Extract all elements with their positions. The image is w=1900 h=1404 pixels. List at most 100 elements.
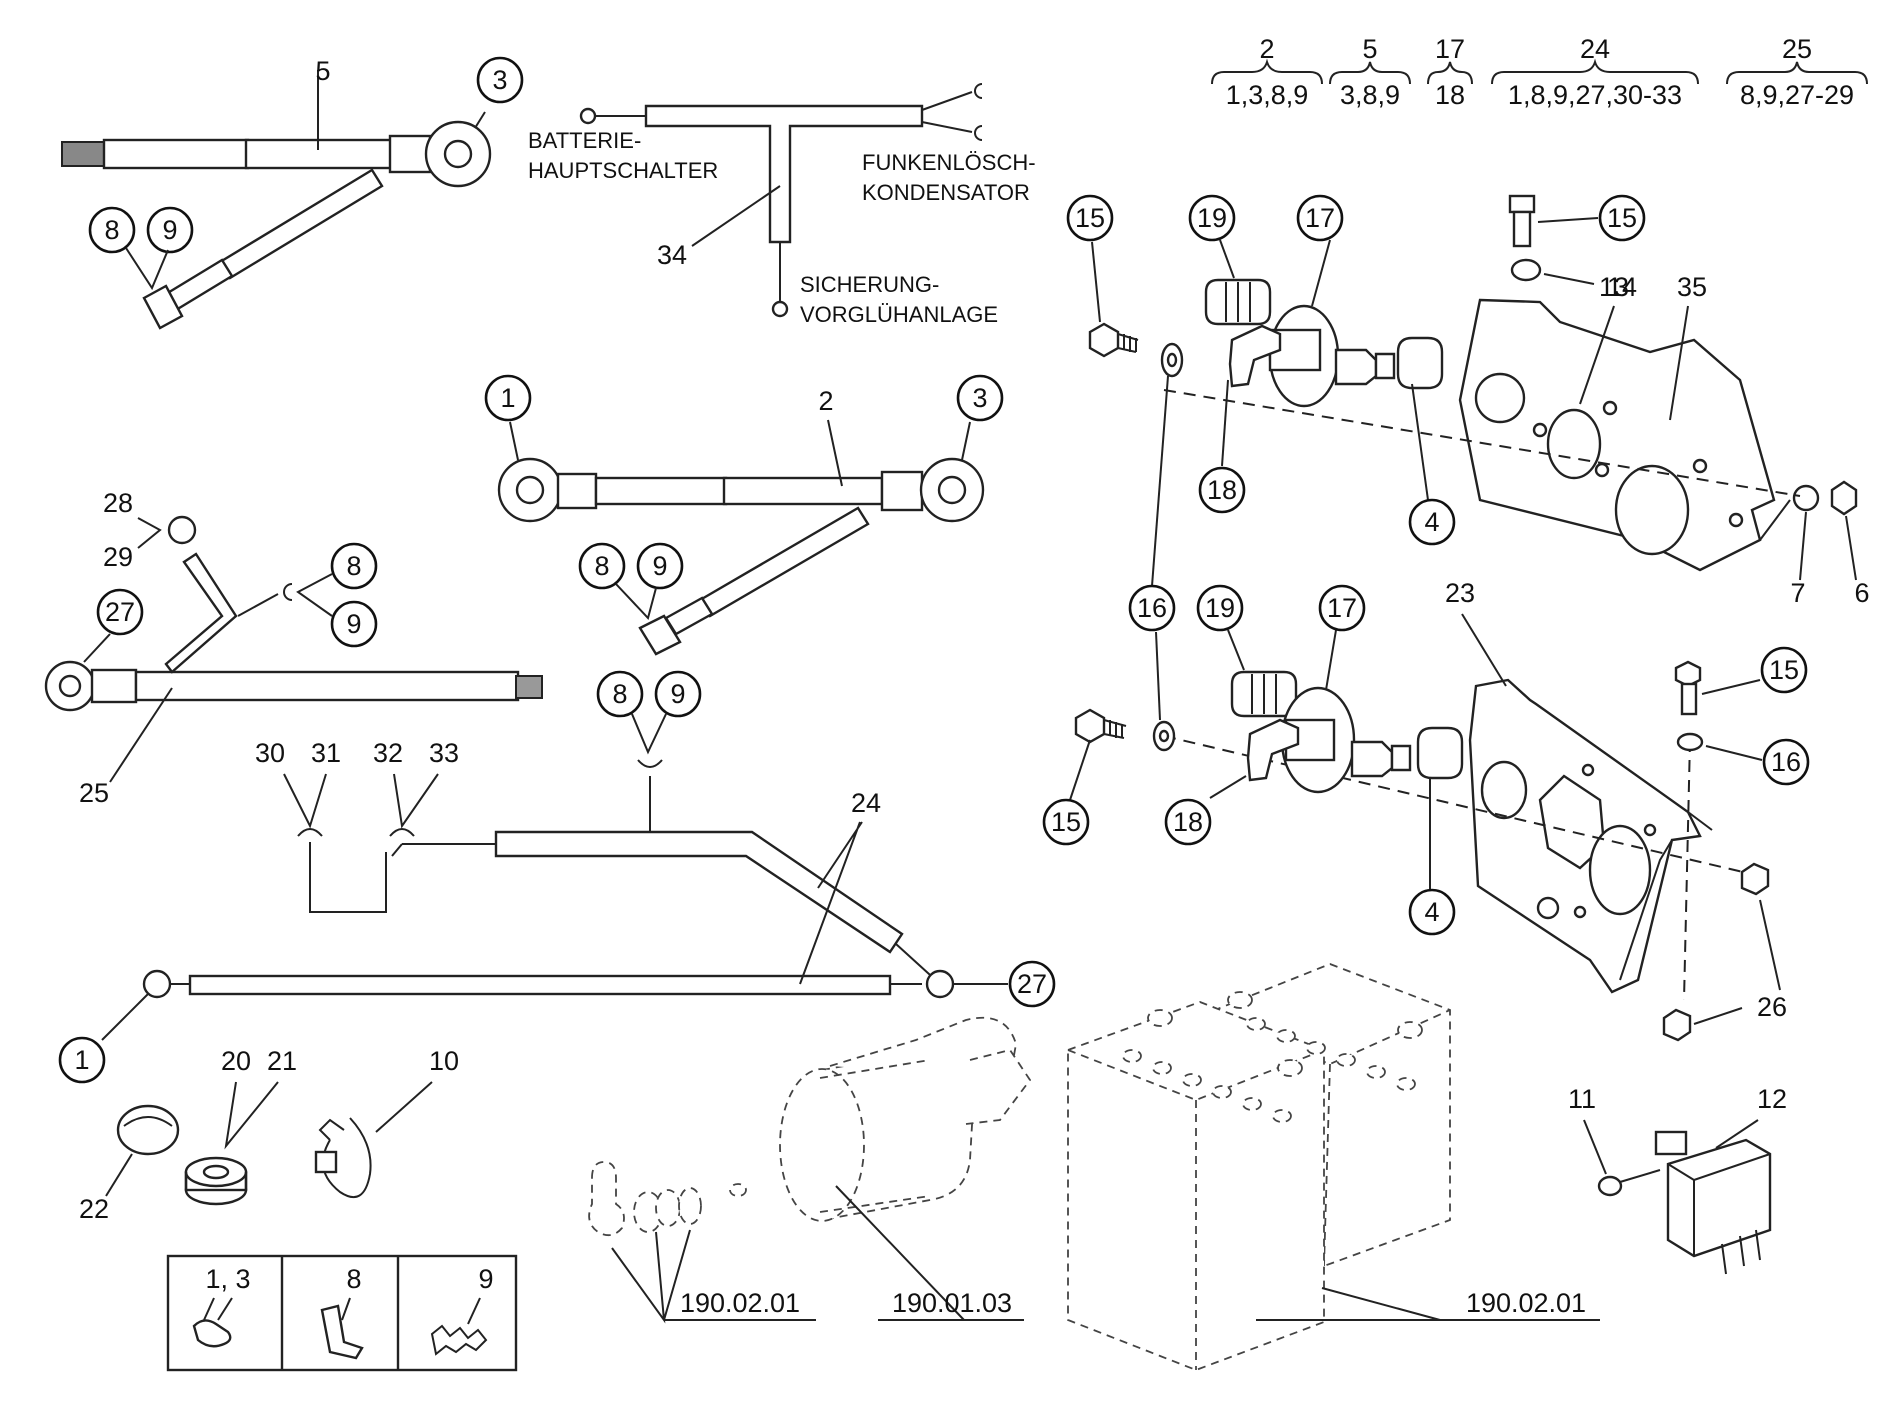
leader	[296, 573, 333, 617]
part-number: 29	[103, 542, 133, 572]
svg-text:27: 27	[1017, 969, 1047, 999]
group-bottom: 18	[1435, 80, 1465, 110]
part-number: 24	[851, 788, 881, 818]
callout: 3	[956, 374, 1004, 422]
leader	[341, 1297, 351, 1321]
cable-2: 2 1 3 8 9	[484, 374, 1004, 656]
plate-hole-small	[1536, 896, 1560, 920]
group-top: 5	[1362, 34, 1377, 64]
label-sicherung: SICHERUNG-	[800, 272, 939, 297]
cable-sleeve	[102, 138, 250, 170]
group-top: 2	[1259, 34, 1274, 64]
leader	[1583, 1119, 1607, 1175]
washer-hole	[1166, 352, 1178, 368]
plate-hole-small	[1581, 763, 1595, 777]
wire-loop	[309, 842, 403, 913]
leader	[1209, 775, 1247, 799]
leader	[1411, 383, 1429, 501]
washer-hole	[1158, 729, 1170, 743]
leader	[827, 419, 843, 487]
leader	[283, 773, 327, 829]
assembly-axis	[1163, 389, 1801, 497]
key-18	[1228, 324, 1282, 388]
callout: 3	[476, 56, 524, 104]
label-hauptschalter: HAUPTSCHALTER	[528, 158, 718, 183]
bolt-head	[1508, 194, 1536, 214]
ring-terminal-hole	[937, 475, 967, 505]
switch-assembly-upper: 13 35 15 14 7 6 15 16 19	[1066, 194, 1870, 632]
cable-5: 5 3 8 9	[61, 56, 524, 330]
leader	[1537, 217, 1599, 223]
lock-washer-7	[1792, 484, 1820, 512]
label-kondensator: KONDENSATOR	[862, 180, 1030, 205]
cable-24: 24 30 31 32 33 1 27 8 9	[58, 670, 1056, 1084]
box-frame	[166, 1254, 518, 1372]
ring-terminal-crimp	[880, 470, 924, 512]
wire	[921, 91, 973, 133]
part-number: 32	[373, 738, 403, 768]
wire-eye	[579, 107, 597, 125]
battery-pole	[1397, 1021, 1423, 1039]
switch-terminal	[1334, 348, 1378, 386]
callout: 18	[1164, 798, 1212, 846]
callout: 9	[636, 542, 684, 590]
svg-text:16: 16	[1771, 747, 1801, 777]
callout: 9	[654, 670, 702, 718]
terminal-icon	[192, 1319, 232, 1348]
washer-14	[1510, 258, 1542, 282]
svg-text:15: 15	[1075, 203, 1105, 233]
svg-text:15: 15	[1051, 807, 1081, 837]
group-top: 25	[1782, 34, 1812, 64]
leader	[105, 1153, 133, 1197]
flat-connector	[638, 614, 682, 656]
part-number: 34	[657, 240, 687, 270]
leader	[474, 111, 486, 129]
relay-body	[1666, 1138, 1772, 1258]
group-bottom: 8,9,27-29	[1740, 80, 1854, 110]
label-funkenloesch: FUNKENLÖSCH-	[862, 150, 1036, 175]
battery-caps	[1122, 1017, 1416, 1123]
bolt-head	[1088, 322, 1120, 358]
leader	[203, 1297, 233, 1321]
leader	[467, 1297, 481, 1325]
starter-nose	[829, 1016, 1017, 1079]
leader	[125, 247, 169, 291]
screw-11-head	[1597, 1175, 1623, 1197]
svg-text:9: 9	[162, 215, 177, 245]
part-number: 12	[1757, 1084, 1787, 1114]
group-5: 5 3,8,9	[1329, 34, 1411, 110]
ring-terminal-hole	[58, 674, 82, 698]
leader	[1221, 379, 1229, 467]
starter-detail	[819, 1059, 931, 1213]
callout: 8	[596, 670, 644, 718]
washer-16	[1676, 732, 1704, 752]
wire-eye	[142, 969, 172, 999]
plate-hole-small	[1728, 512, 1744, 528]
leader	[1227, 629, 1245, 671]
washer	[655, 1189, 681, 1227]
part-number: 21	[267, 1046, 297, 1076]
branch-wire	[164, 552, 238, 674]
group-legend: 2 1,3,8,9 5 3,8,9 17 18 24 1,8,9,27,30-3…	[1211, 34, 1868, 110]
wire-eye	[974, 83, 983, 99]
callout: 15	[1066, 194, 1114, 242]
batteries: 190.02.01	[1067, 963, 1600, 1371]
starter-stud	[729, 1183, 747, 1197]
callout: 9	[330, 600, 378, 648]
wire	[237, 593, 279, 617]
part-number: 14	[1607, 272, 1637, 302]
plate-hole	[1588, 824, 1652, 916]
battery-pole	[1227, 991, 1253, 1009]
bolt-shank	[1512, 210, 1532, 248]
leader	[1845, 515, 1857, 581]
svg-text:18: 18	[1207, 475, 1237, 505]
leader	[1579, 305, 1615, 405]
svg-text:15: 15	[1607, 203, 1637, 233]
callout: 27	[1008, 960, 1056, 1008]
plate-bend	[1619, 811, 1713, 981]
cable-25: 25 28 29 27 8 9	[44, 488, 543, 808]
svg-text:8: 8	[104, 215, 119, 245]
part-number: 5	[315, 56, 330, 86]
svg-text:8: 8	[594, 551, 609, 581]
leader	[1669, 305, 1689, 421]
